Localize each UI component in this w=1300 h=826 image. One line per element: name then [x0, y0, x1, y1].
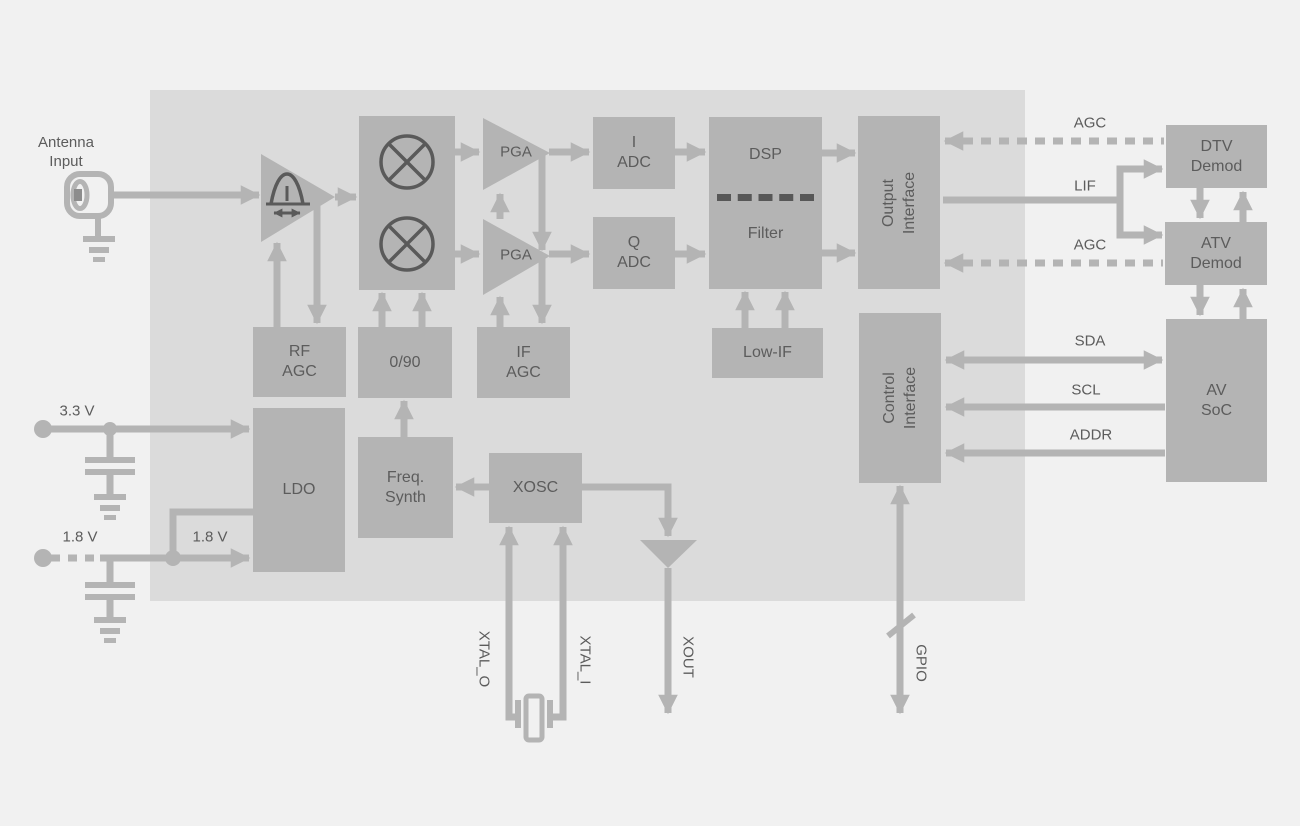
crystal-resonator-icon	[515, 693, 553, 743]
agc-top-label: AGC	[1073, 114, 1107, 132]
agc-bottom-label: AGC	[1073, 236, 1107, 254]
antenna-ground-icon	[83, 236, 115, 262]
block-dsp-filter: DSP Filter	[709, 117, 822, 289]
ground-18-icon	[94, 617, 126, 643]
block-av-soc: AV SoC	[1166, 319, 1267, 482]
block-low-if: Low-IF	[712, 328, 823, 378]
bus-width-slash-icon	[886, 612, 916, 639]
block-i-adc: I ADC	[593, 117, 675, 189]
xtal-o-label: XTAL_O	[475, 630, 493, 688]
dsp-label: DSP	[749, 146, 782, 163]
supply-1v8-internal-label: 1.8 V	[192, 528, 228, 546]
antenna-input-label: Antenna Input	[38, 134, 94, 170]
block-freq-synth: Freq. Synth	[358, 437, 453, 538]
dsp-filter-divider	[717, 194, 814, 201]
xout-label: XOUT	[679, 636, 697, 678]
gpio-label: GPIO	[912, 644, 930, 682]
junction-3v3	[103, 422, 117, 436]
pga-i-label: PGA	[500, 143, 532, 161]
capacitor-33-icon	[85, 457, 135, 475]
supply-3v3-label: 3.3 V	[59, 402, 95, 420]
scl-label: SCL	[1071, 381, 1101, 399]
block-rf-agc: RF AGC	[253, 327, 346, 397]
coax-connector-icon	[64, 171, 114, 236]
block-ldo: LDO	[253, 408, 345, 572]
lif-label: LIF	[1074, 177, 1096, 195]
block-if-agc: IF AGC	[477, 327, 570, 398]
block-q-adc: Q ADC	[593, 217, 675, 289]
pin-1v8	[34, 549, 52, 567]
pga-q-label: PGA	[500, 246, 532, 264]
sda-label: SDA	[1074, 332, 1106, 350]
block-dtv-demod: DTV Demod	[1166, 125, 1267, 188]
block-output-interface: Output Interface	[858, 116, 940, 289]
pin-3v3	[34, 420, 52, 438]
ground-33-icon	[94, 494, 126, 520]
block-control-interface: Control Interface	[859, 313, 941, 483]
mixer-block	[359, 116, 455, 290]
block-xosc: XOSC	[489, 453, 582, 523]
filter-label: Filter	[747, 225, 784, 242]
capacitor-18-icon	[85, 582, 135, 600]
block-0-90-phase: 0/90	[358, 327, 452, 398]
addr-label: ADDR	[1069, 426, 1113, 444]
block-atv-demod: ATV Demod	[1165, 222, 1267, 285]
supply-1v8-label: 1.8 V	[62, 528, 98, 546]
xtal-i-label: XTAL_I	[576, 635, 594, 685]
